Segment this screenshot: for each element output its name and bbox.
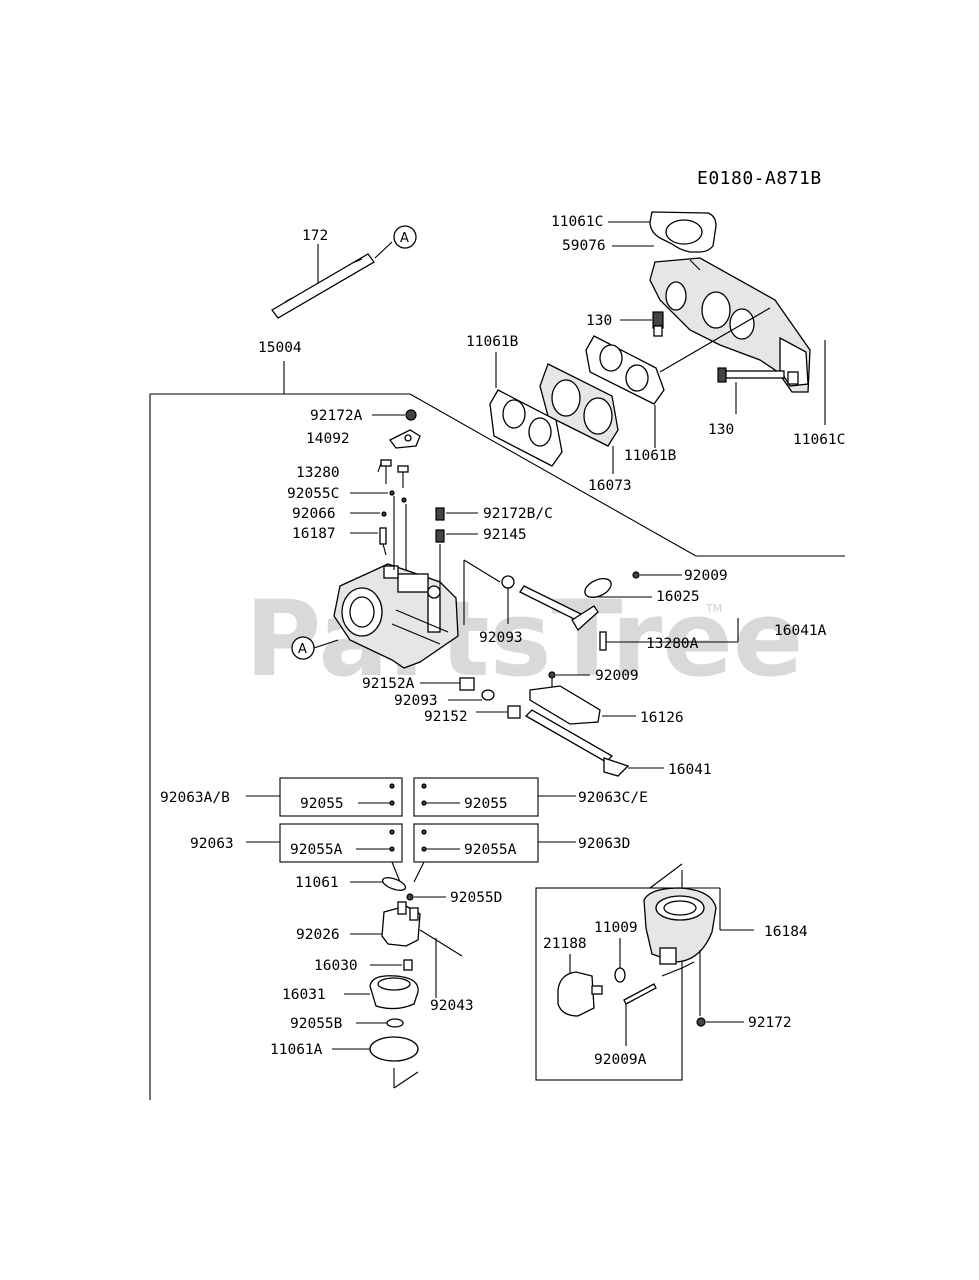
label-172: 172 <box>302 228 328 244</box>
label-11061a: 11061A <box>270 1042 323 1058</box>
screw-16187[interactable] <box>350 527 387 556</box>
jet-box-92063d <box>413 823 576 863</box>
label-59076: 59076 <box>562 238 606 254</box>
label-92055a-right: 92055A <box>464 842 517 858</box>
label-11061c-top: 11061C <box>551 214 603 230</box>
throttle-shaft-group[interactable] <box>463 559 739 651</box>
label-92055a-left: 92055A <box>290 842 343 858</box>
washer-92055c-b[interactable] <box>401 497 407 503</box>
diagram-code: E0180-A871B <box>697 168 822 189</box>
label-92093-b: 92093 <box>394 693 438 709</box>
label-92055-left: 92055 <box>300 796 344 812</box>
washer-92055c[interactable] <box>389 490 395 496</box>
trademark: TM <box>705 602 722 615</box>
callout-a-top: A <box>400 231 409 246</box>
jet-box-92063ab <box>246 777 403 817</box>
label-92063ab: 92063A/B <box>160 790 230 806</box>
label-14092: 14092 <box>306 431 350 447</box>
label-92172: 92172 <box>748 1015 792 1031</box>
label-16031: 16031 <box>282 987 326 1003</box>
label-92063ce: 92063C/E <box>578 790 648 806</box>
intake-manifold-59076[interactable] <box>649 211 811 393</box>
label-130-right: 130 <box>708 422 734 438</box>
label-11009: 11009 <box>594 920 638 936</box>
label-16030: 16030 <box>314 958 358 974</box>
label-13280: 13280 <box>296 465 340 481</box>
label-11061: 11061 <box>295 875 339 891</box>
screw-92172a[interactable] <box>372 409 417 421</box>
label-92066: 92066 <box>292 506 336 522</box>
label-16041a: 16041A <box>774 623 827 639</box>
screw-13280[interactable] <box>377 459 409 488</box>
label-92009-b: 92009 <box>595 668 639 684</box>
spring-92145[interactable] <box>435 529 478 590</box>
label-92145: 92145 <box>483 527 527 543</box>
solenoid-group-16184[interactable] <box>535 863 754 1081</box>
label-92152a: 92152A <box>362 676 415 692</box>
label-92009-a: 92009 <box>684 568 728 584</box>
label-92172a: 92172A <box>310 408 363 424</box>
jet-box-92063ce <box>413 777 576 817</box>
carburetor-body[interactable] <box>333 563 459 669</box>
gasket-11061b-right[interactable] <box>585 335 665 448</box>
jet-box-92063 <box>246 823 403 863</box>
label-16025: 16025 <box>656 589 700 605</box>
gasket-11061b-left[interactable] <box>489 352 563 467</box>
label-92043: 92043 <box>430 998 474 1014</box>
screw-92172bc[interactable] <box>435 507 478 521</box>
assembly-bracket <box>149 361 845 1100</box>
label-92055-right: 92055 <box>464 796 508 812</box>
label-16041: 16041 <box>668 762 712 778</box>
label-16073: 16073 <box>588 478 632 494</box>
label-11061c-right: 11061C <box>793 432 845 448</box>
callout-a-body: A <box>291 636 339 660</box>
label-92063d: 92063D <box>578 836 630 852</box>
label-92055b: 92055B <box>290 1016 343 1032</box>
bracket-14092[interactable] <box>389 429 421 449</box>
label-21188: 21188 <box>543 936 587 952</box>
label-92152: 92152 <box>424 709 468 725</box>
insulator-16073[interactable] <box>539 363 619 474</box>
label-16187: 16187 <box>292 526 336 542</box>
label-13280a: 13280A <box>646 636 699 652</box>
label-92172bc: 92172B/C <box>483 506 553 522</box>
bolt-130-right[interactable] <box>717 367 785 414</box>
bolt-130-left[interactable] <box>620 311 664 337</box>
watermark: PartsTree <box>245 578 803 700</box>
part-labels: 172 11061C 59076 130 11061B 11061B 16073… <box>160 214 845 1068</box>
spring-92066[interactable] <box>381 511 387 517</box>
label-92055d: 92055D <box>450 890 502 906</box>
label-92055c: 92055C <box>287 486 339 502</box>
label-15004: 15004 <box>258 340 302 356</box>
label-92009a: 92009A <box>594 1052 647 1068</box>
label-11061b-left: 11061B <box>466 334 519 350</box>
label-11061b-right: 11061B <box>624 448 677 464</box>
label-92063: 92063 <box>190 836 234 852</box>
label-92026: 92026 <box>296 927 340 943</box>
label-16126: 16126 <box>640 710 684 726</box>
choke-shaft-group[interactable] <box>420 671 664 777</box>
float-assembly[interactable] <box>332 875 463 1089</box>
stud-172[interactable]: A <box>271 225 417 319</box>
svg-text:A: A <box>298 642 307 657</box>
label-92093-a: 92093 <box>479 630 523 646</box>
label-130-left: 130 <box>586 313 612 329</box>
label-16184: 16184 <box>764 924 808 940</box>
